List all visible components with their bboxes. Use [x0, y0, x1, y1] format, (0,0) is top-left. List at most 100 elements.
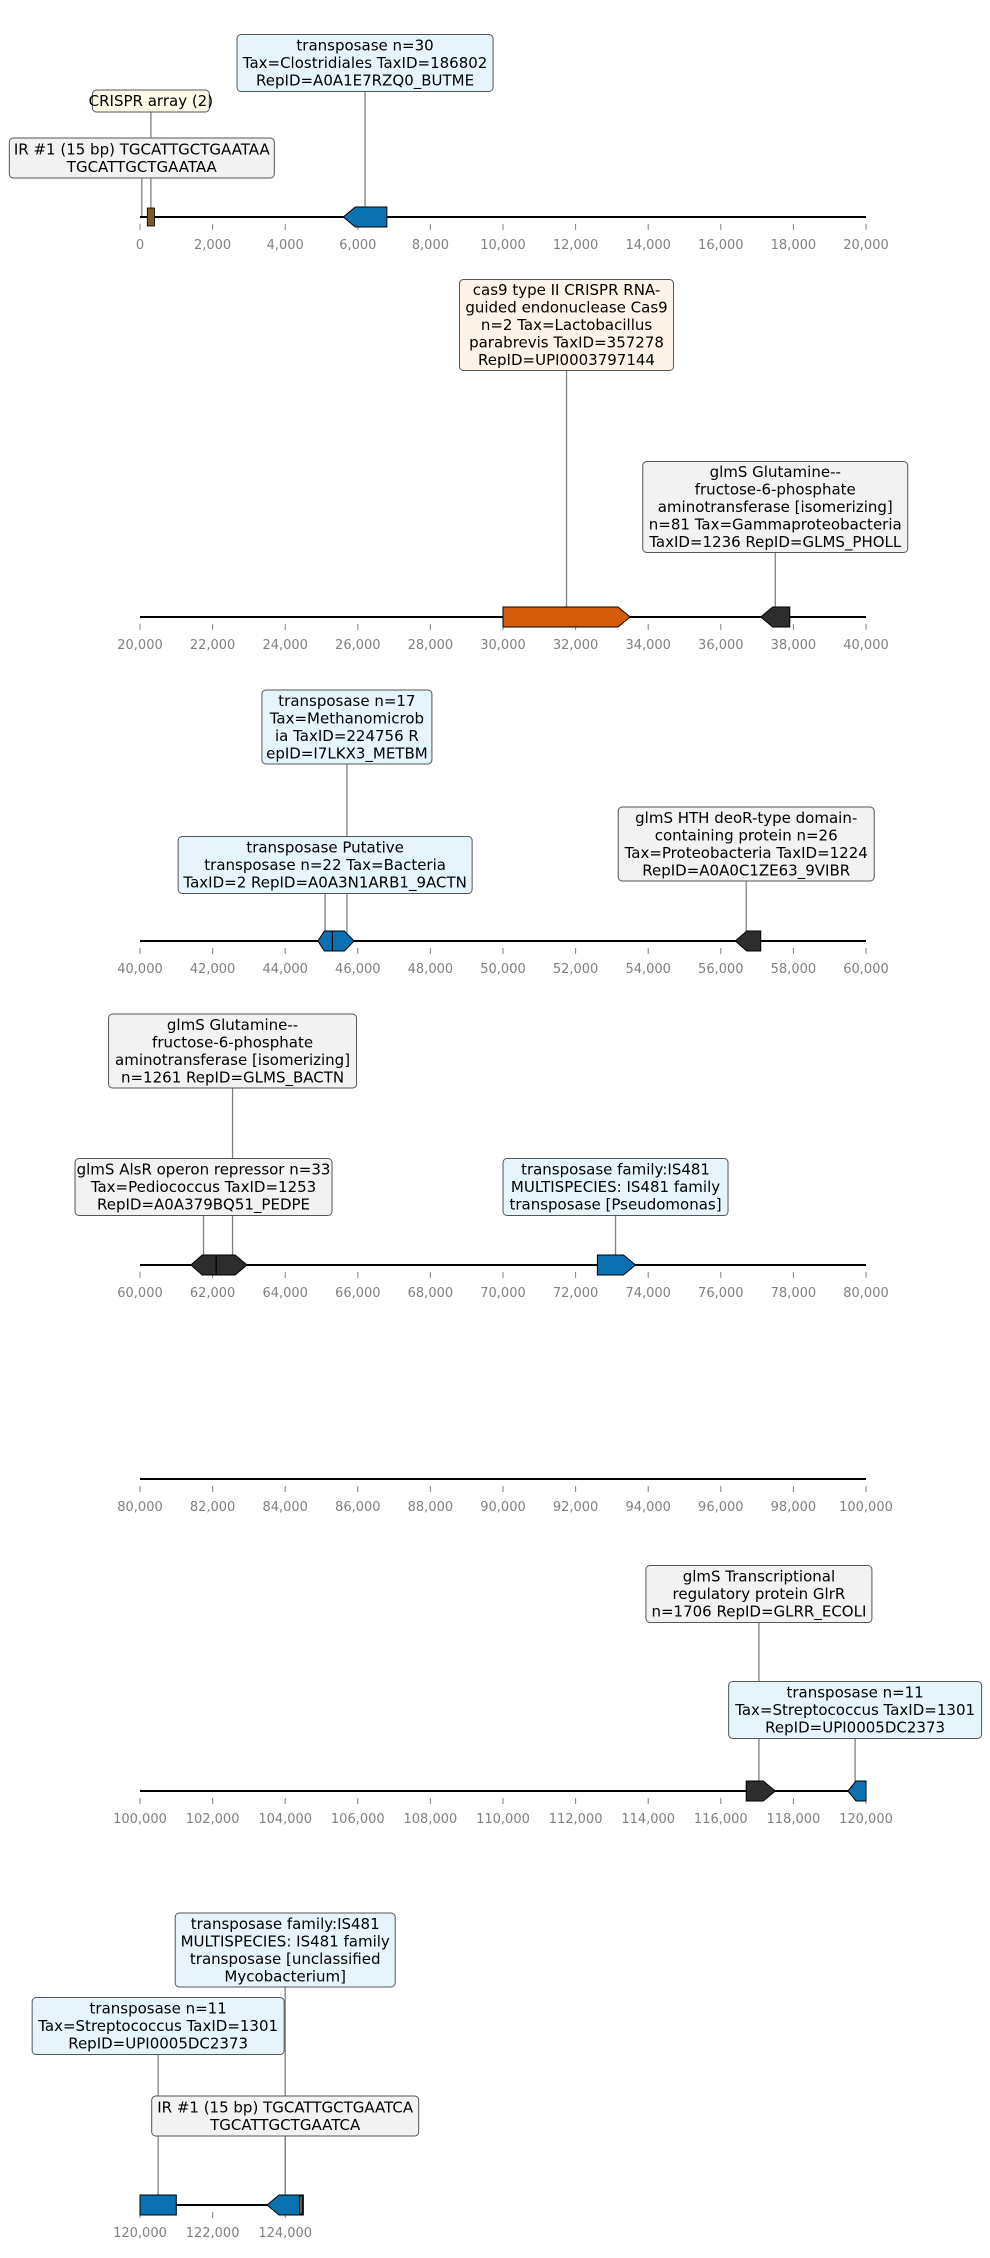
label-box — [74, 1158, 333, 1216]
axis-tick-label: 80,000 — [117, 1500, 163, 1515]
label-text-line: Mycobacterium] — [224, 1967, 346, 1985]
label-box — [261, 689, 433, 765]
axis-tick-label: 26,000 — [335, 638, 381, 653]
label-text-line: RepID=A0A1E7RZQ0_BUTME — [256, 72, 474, 91]
label-text-line: transposase [unclassified — [190, 1950, 381, 1968]
label-box — [502, 1158, 729, 1216]
label-text-line: guided endonuclease Cas9 — [465, 299, 667, 317]
axis-tick-label: 40,000 — [117, 962, 163, 977]
axis-tick-label: 52,000 — [553, 962, 599, 977]
label-text-line: TGCATTGCTGAATAA — [66, 158, 218, 176]
axis-tick-label: 44,000 — [262, 962, 308, 977]
axis-tick-label: 22,000 — [190, 638, 236, 653]
label-box — [645, 1565, 873, 1623]
axis-tick-label: 62,000 — [190, 1286, 236, 1301]
glms-annotation-label: IR #1 (15 bp) TGCATTGCTGAATCATGCATTGCTGA… — [151, 2095, 420, 2137]
label-text-line: transposase n=22 Tax=Bacteria — [204, 856, 446, 874]
label-text-line: Tax=Clostridiales TaxID=186802 — [242, 54, 488, 72]
axis-tick-label: 0 — [136, 238, 144, 253]
axis-tick-label: 82,000 — [190, 1500, 236, 1515]
axis-tick-label: 68,000 — [408, 1286, 454, 1301]
axis-tick-label: 40,000 — [843, 638, 889, 653]
label-text-line: transposase n=17 — [278, 692, 415, 710]
glms-gene-arrow — [190, 1254, 217, 1276]
label-text-line: n=1706 RepID=GLRR_ECOLI — [651, 1603, 866, 1622]
label-text-line: glmS Glutamine-- — [710, 463, 841, 481]
axis-tick-label: 120,000 — [839, 1812, 893, 1827]
label-text-line: Tax=Methanomicrob — [269, 709, 424, 727]
axis-tick-label: 72,000 — [553, 1286, 599, 1301]
label-text-line: cas9 type II CRISPR RNA- — [473, 281, 661, 299]
label-text-line: transposase n=11 — [90, 2000, 227, 2018]
axis-tick-label: 108,000 — [404, 1812, 458, 1827]
axis-tick-label: 6,000 — [339, 238, 376, 253]
axis-tick-label: 60,000 — [843, 962, 889, 977]
glms-gene-arrow — [759, 606, 791, 628]
transposase-gene-arrow — [342, 206, 388, 228]
label-box — [151, 2095, 420, 2137]
axis-tick-label: 36,000 — [698, 638, 744, 653]
axis-tick-label: 20,000 — [117, 638, 163, 653]
axis-tick-label: 12,000 — [553, 238, 599, 253]
axis-tick-label: 20,000 — [843, 238, 889, 253]
label-text-line: transposase n=30 — [296, 37, 433, 55]
label-text-line: Tax=Proteobacteria TaxID=1224 — [624, 844, 868, 862]
axis-tick-label: 106,000 — [331, 1812, 385, 1827]
label-box — [8, 137, 275, 179]
crispr-array-mark — [298, 2195, 303, 2215]
axis-tick-label: 34,000 — [625, 638, 671, 653]
axis-tick-label: 10,000 — [480, 238, 526, 253]
label-text-line: glmS Transcriptional — [683, 1568, 835, 1586]
axis-tick-label: 94,000 — [625, 1500, 671, 1515]
cas9-gene-arrow — [502, 606, 631, 628]
axis-tick-label: 38,000 — [771, 638, 817, 653]
axis-tick-label: 56,000 — [698, 962, 744, 977]
label-text-line: transposase n=11 — [786, 1684, 923, 1702]
label-box — [236, 34, 494, 92]
label-box — [31, 1997, 285, 2055]
label-text-line: Tax=Streptococcus TaxID=1301 — [37, 2017, 278, 2035]
label-text-line: glmS AlsR operon repressor n=33 — [77, 1161, 331, 1179]
axis-tick-label: 4,000 — [267, 238, 304, 253]
axis-tick-label: 28,000 — [408, 638, 454, 653]
label-text-line: transposase [Pseudomonas] — [509, 1196, 721, 1214]
label-text-line: RepID=A0A0C1ZE63_9VIBR — [642, 861, 850, 880]
label-text-line: n=2 Tax=Lactobacillus — [481, 316, 653, 334]
label-text-line: transposase Putative — [246, 839, 404, 857]
glms-annotation-label: IR #1 (15 bp) TGCATTGCTGAATAATGCATTGCTGA… — [8, 137, 275, 179]
label-text-line: aminotransferase [isomerizing] — [658, 498, 893, 516]
label-text-line: MULTISPECIES: IS481 family — [511, 1178, 720, 1196]
label-text-line: containing protein n=26 — [655, 826, 838, 844]
axis-tick-label: 46,000 — [335, 962, 381, 977]
label-text-line: IR #1 (15 bp) TGCATTGCTGAATCA — [157, 2098, 414, 2116]
axis-tick-label: 104,000 — [258, 1812, 312, 1827]
axis-tick-label: 32,000 — [553, 638, 599, 653]
glms-annotation-label: glmS AlsR operon repressor n=33Tax=Pedio… — [74, 1158, 333, 1216]
axis-tick-label: 120,000 — [113, 2226, 167, 2241]
axis-tick-label: 8,000 — [412, 238, 449, 253]
label-text-line: glmS HTH deoR-type domain- — [635, 809, 857, 827]
label-text-line: IR #1 (15 bp) TGCATTGCTGAATAA — [14, 140, 271, 158]
label-box — [642, 461, 909, 553]
transposase-gene-arrow — [847, 1780, 867, 1802]
axis-tick-label: 88,000 — [408, 1500, 454, 1515]
label-text-line: RepID=UPI0003797144 — [478, 351, 655, 369]
axis-tick-label: 70,000 — [480, 1286, 526, 1301]
glms-gene-arrow — [215, 1254, 248, 1276]
glms-annotation-label: glmS Glutamine--fructose-6-phosphateamin… — [642, 461, 909, 553]
axis-tick-label: 86,000 — [335, 1500, 381, 1515]
transposase-gene-arrow — [331, 930, 355, 952]
axis-tick-label: 18,000 — [771, 238, 817, 253]
axis-tick-label: 84,000 — [262, 1500, 308, 1515]
label-box — [91, 89, 210, 113]
label-text-line: CRISPR array (2) — [89, 92, 213, 110]
